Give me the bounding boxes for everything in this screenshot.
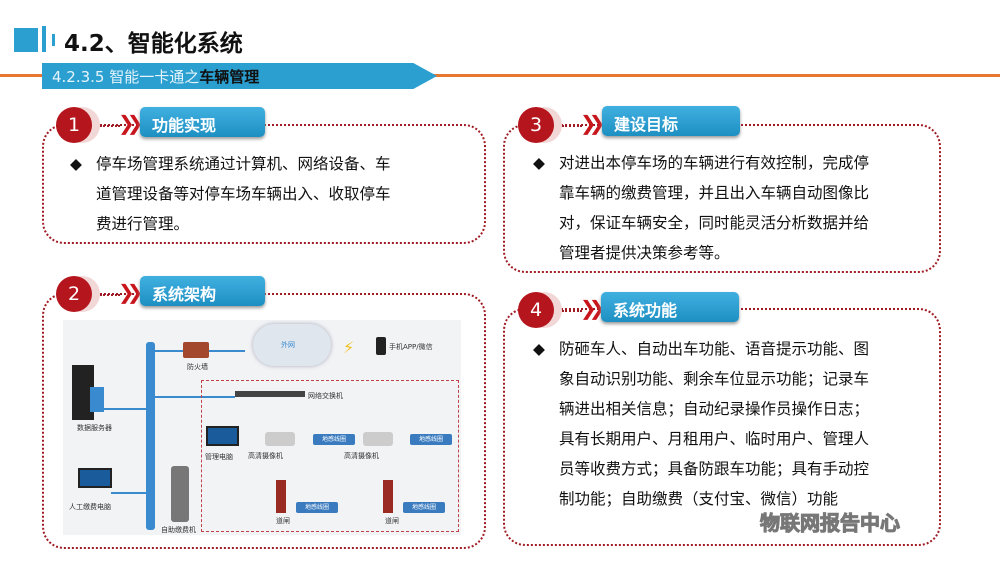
admin-pc-label: 管理电脑 [205, 453, 233, 461]
watermark: 物联网报告中心 [760, 511, 901, 536]
section-number-2: 2 [56, 276, 92, 312]
text-line: 辆进出相关信息；自动纪录操作员操作日志； [559, 400, 870, 418]
manual-pc-icon [78, 468, 112, 488]
connector [562, 310, 582, 312]
system-architecture-diagram: 防火墙 外网 ⚡ 手机APP/微信 数据服务器 人工缴费电脑 自助缴费机 网络交… [63, 320, 461, 535]
text-line: 象自动识别功能、剩余车位显示功能；记录车 [559, 370, 870, 388]
text-line: 制功能；自助缴费（支付宝、微信）功能 [559, 490, 839, 508]
server-label: 数据服务器 [77, 424, 112, 432]
text-line: 靠车辆的缴费管理，并且出入车辆自动图像比 [559, 184, 870, 202]
section-text-3: ◆ 对进出本停车场的车辆进行有效控制，完成停 靠车辆的缴费管理，并且出入车辆自动… [533, 148, 870, 268]
camera-icon [363, 432, 393, 446]
database-icon [90, 387, 104, 412]
header-block-icon [14, 28, 38, 52]
internet-label: 外网 [281, 341, 295, 349]
section-title-2: 系统架构 [140, 276, 265, 306]
connector [562, 125, 582, 127]
text-line: 防砸车人、自动出车功能、语音提示功能、图 [559, 340, 870, 358]
link [155, 396, 235, 398]
coil-label: 地感线圈 [403, 502, 445, 513]
coil-label: 地感线圈 [410, 434, 452, 445]
switch-label: 网络交换机 [308, 392, 343, 400]
kiosk-icon [171, 466, 189, 522]
diamond-bullet-icon: ◆ [70, 155, 82, 173]
text-line: 道管理设备等对停车场车辆出入、收取停车 [96, 185, 391, 203]
manual-pc-label: 人工缴费电脑 [69, 503, 111, 511]
subtitle-banner: 4.2.3.5 智能一卡通之车辆管理 [42, 63, 437, 89]
kiosk-label: 自助缴费机 [161, 526, 196, 534]
chevrons-icon: ❯❯ [118, 280, 143, 304]
section-title-4: 系统功能 [601, 292, 739, 322]
divider [0, 74, 1000, 77]
phone-icon [376, 337, 386, 355]
section-text-1: ◆ 停车场管理系统通过计算机、网络设备、车 道管理设备等对停车场车辆出入、收取停… [70, 149, 391, 239]
connector [100, 294, 120, 296]
diamond-bullet-icon: ◆ [533, 340, 545, 358]
header-bar-icon [52, 34, 55, 46]
switch-icon [235, 391, 305, 397]
camera-icon [265, 432, 295, 446]
connector [100, 125, 120, 127]
chevrons-icon: ❯❯ [580, 296, 605, 320]
firewall-label: 防火墙 [187, 363, 208, 371]
chevrons-icon: ❯❯ [580, 111, 605, 135]
firewall-icon [183, 342, 209, 358]
mobile-label: 手机APP/微信 [389, 343, 433, 351]
link [103, 408, 146, 410]
text-line: 员等收费方式；具备防跟车功能；具有手动控 [559, 460, 870, 478]
text-line: 具有长期用户、月租用户、临时用户、管理人 [559, 430, 870, 448]
text-line: 对进出本停车场的车辆进行有效控制，完成停 [559, 154, 870, 172]
gate-label: 道闸 [276, 517, 290, 525]
backbone-bus [146, 342, 155, 530]
section-number-3: 3 [518, 107, 554, 143]
lane-area [201, 380, 459, 532]
section-number-4: 4 [518, 292, 554, 328]
subtitle-prefix: 4.2.3.5 智能一卡通之 [52, 68, 200, 86]
section-title-3: 建设目标 [602, 106, 740, 136]
page-title: 4.2、智能化系统 [64, 31, 243, 57]
text-line: 对，保证车辆安全，同时能灵活分析数据并给 [559, 214, 870, 232]
text-line: 费进行管理。 [96, 215, 190, 233]
text-line: 停车场管理系统通过计算机、网络设备、车 [96, 155, 391, 173]
server-icon [72, 365, 94, 420]
coil-label: 地感线圈 [296, 502, 338, 513]
subtitle-bold: 车辆管理 [199, 68, 260, 86]
text-line: 管理者提供决策参考等。 [559, 244, 730, 262]
admin-pc-icon [206, 426, 239, 446]
header-bar-icon [42, 26, 46, 52]
coil-label: 地感线圈 [313, 434, 355, 445]
camera-label: 高清摄像机 [344, 452, 379, 460]
section-title-1: 功能实现 [140, 107, 265, 137]
section-text-4: ◆ 防砸车人、自动出车功能、语音提示功能、图 象自动识别功能、剩余车位显示功能；… [533, 334, 870, 514]
barrier-gate-icon [383, 480, 393, 513]
chevrons-icon: ❯❯ [118, 111, 143, 135]
cloud-icon [253, 324, 331, 366]
link [111, 492, 146, 494]
diamond-bullet-icon: ◆ [533, 154, 545, 172]
camera-label: 高清摄像机 [248, 452, 283, 460]
section-number-1: 1 [56, 107, 92, 143]
gate-label: 道闸 [385, 517, 399, 525]
barrier-gate-icon [276, 480, 286, 513]
lightning-icon: ⚡ [343, 338, 355, 357]
